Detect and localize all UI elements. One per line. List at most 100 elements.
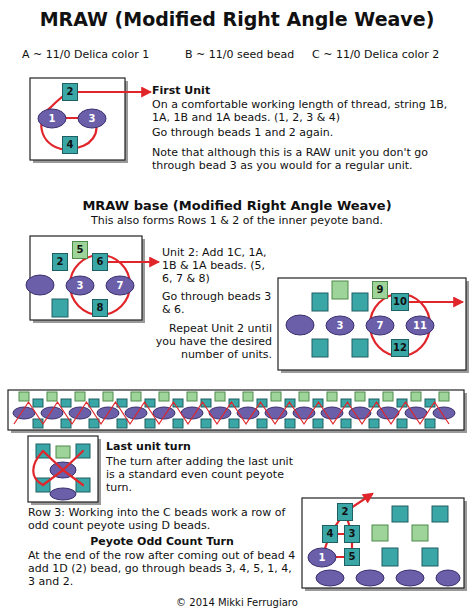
bead-outline	[78, 109, 106, 128]
bead-outline	[326, 316, 354, 335]
bead-illustration	[322, 494, 372, 557]
bead-number: 9	[372, 281, 388, 299]
seed-bead: 3	[65, 275, 95, 296]
instruction-text: This also forms Rows 1 & 2 of the inner …	[0, 214, 474, 227]
bead-illustration	[145, 419, 155, 428]
bead-illustration	[436, 570, 460, 586]
bead-illustration	[332, 281, 348, 299]
bead-outline	[93, 300, 108, 317]
bead-illustration	[243, 392, 253, 401]
bead-number: 7	[365, 315, 395, 336]
bead-illustration	[69, 407, 91, 419]
bead-number: 2	[62, 83, 78, 101]
delica-bead: 3	[344, 525, 360, 543]
bead-illustration	[89, 419, 99, 428]
bead-illustration	[412, 525, 428, 541]
delica-bead: 8	[92, 299, 108, 317]
bead-number: 3	[77, 108, 107, 129]
bead-number: 1	[37, 108, 67, 129]
bead-number: 1	[307, 547, 337, 568]
bead-illustration	[13, 392, 455, 428]
bead-number: 5	[72, 241, 88, 259]
bead-illustration	[33, 419, 43, 428]
bead-number: 3	[65, 275, 95, 296]
delica-bead: 2	[337, 503, 353, 521]
bead-illustration	[75, 392, 85, 401]
bead-illustration	[372, 525, 388, 541]
bead-outline	[406, 316, 434, 335]
bead-outline	[373, 282, 388, 299]
delica-bead: 12	[391, 339, 409, 357]
delica-bead: 6	[92, 253, 108, 271]
bead-illustration	[215, 392, 225, 401]
instruction-text: On a comfortable working length of threa…	[152, 98, 457, 124]
instruction-text: Repeat Unit 2 until you have the desired…	[150, 322, 272, 361]
bead-illustration	[286, 315, 314, 335]
instruction-text: A ~ 11/0 Delica color 1	[22, 48, 177, 61]
instruction-text: C ~ 11/0 Delica color 2	[312, 48, 470, 61]
bead-number: 2	[52, 253, 68, 271]
bead-number: 3	[325, 315, 355, 336]
bead-number: 4	[322, 525, 338, 543]
bead-outline	[73, 242, 88, 259]
bead-number: 4	[62, 136, 78, 154]
bead-illustration	[50, 488, 76, 500]
bead-illustration	[61, 399, 71, 407]
instruction-text: © 2014 Mikki Ferrugiaro	[0, 597, 474, 609]
seed-bead: 7	[105, 275, 135, 296]
bead-illustration	[313, 419, 323, 428]
bead-illustration	[352, 339, 368, 357]
bead-illustration	[439, 392, 449, 401]
section-heading: Last unit turn	[106, 440, 296, 453]
delica-bead-c: 9	[372, 281, 388, 299]
bead-outline	[323, 526, 338, 543]
bead-illustration	[383, 392, 393, 401]
bead-illustration	[229, 419, 239, 428]
bead-outline	[53, 254, 68, 271]
bead-illustration	[411, 392, 421, 401]
bead-number: 2	[337, 503, 353, 521]
instruction-text: At the end of the row after coming out o…	[28, 549, 296, 588]
seed-bead: 3	[325, 315, 355, 336]
bead-illustration	[425, 419, 435, 428]
bead-illustration	[33, 92, 462, 557]
bead-illustration	[257, 419, 267, 428]
instruction-text: The turn after adding the last unit is a…	[106, 455, 296, 494]
bead-number: 8	[92, 299, 108, 317]
delica-bead: 4	[322, 525, 338, 543]
bead-illustration	[47, 392, 57, 401]
bead-illustration	[382, 548, 398, 566]
bead-illustration	[312, 293, 328, 311]
bead-illustration	[30, 78, 125, 160]
seed-bead: 7	[365, 315, 395, 336]
bead-illustration	[278, 278, 466, 370]
bead-illustration	[400, 301, 462, 303]
bead-outline	[345, 549, 360, 566]
bead-outline	[63, 84, 78, 101]
bead-illustration	[432, 506, 448, 522]
bead-outline	[93, 254, 108, 271]
bead-outline	[392, 340, 409, 357]
bead-illustration	[299, 392, 309, 401]
page-title: MRAW (Modified Right Angle Weave)	[0, 8, 474, 31]
bead-illustration	[26, 275, 460, 586]
bead-illustration	[327, 392, 337, 401]
bead-number: 10	[391, 293, 409, 311]
bead-illustration	[355, 392, 365, 401]
seed-bead: 11	[405, 315, 435, 336]
seed-bead: 1	[307, 547, 337, 568]
bead-illustration	[356, 570, 384, 586]
bead-illustration	[271, 392, 281, 401]
bead-illustration	[56, 446, 70, 458]
bead-illustration	[422, 548, 438, 566]
bead-illustration	[19, 392, 29, 401]
bead-number: 5	[344, 548, 360, 566]
bead-illustration	[33, 451, 83, 485]
bead-illustration	[41, 407, 63, 419]
bead-outline	[66, 276, 94, 295]
section-heading: Peyote Odd Count Turn	[28, 535, 296, 548]
bead-number: 7	[105, 275, 135, 296]
bead-illustration	[131, 392, 141, 401]
bead-outline	[345, 526, 360, 543]
bead-illustration	[285, 419, 295, 428]
